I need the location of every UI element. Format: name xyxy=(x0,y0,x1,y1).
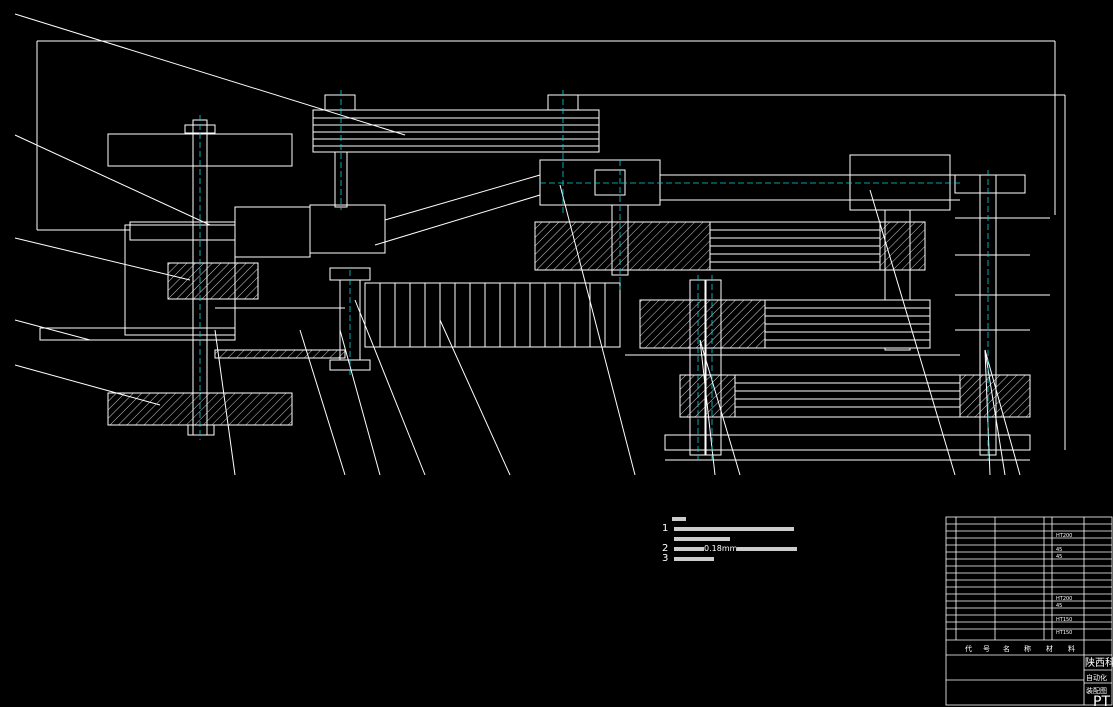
leader-line-3 xyxy=(14,237,191,281)
leader-line-1 xyxy=(14,13,406,136)
base-frame xyxy=(664,434,1031,451)
tb-col-3: 名 xyxy=(1003,644,1010,653)
long-drum xyxy=(364,282,621,348)
center-lines xyxy=(199,90,989,460)
top-belt-housing xyxy=(312,109,600,153)
svg-text:45: 45 xyxy=(1056,554,1062,560)
note-3: 3 xyxy=(662,554,797,564)
right-motor-box xyxy=(849,154,951,211)
center-gearbox-window xyxy=(594,169,626,196)
svg-text:HT200: HT200 xyxy=(1056,533,1072,539)
sheet-mark: PT xyxy=(1093,694,1110,707)
svg-text:45: 45 xyxy=(1056,603,1062,609)
drawing-name-1: 自动化 xyxy=(1086,673,1107,682)
svg-text:HT150: HT150 xyxy=(1056,630,1072,636)
tb-col-6: 料 xyxy=(1068,644,1075,653)
note-1b xyxy=(662,534,797,544)
title-block-header: 代 号 名 称 材 料 xyxy=(965,644,1075,653)
leader-line-6 xyxy=(384,174,541,221)
svg-text:45: 45 xyxy=(1056,547,1062,553)
tb-col-2: 号 xyxy=(983,645,990,653)
right-support-column xyxy=(884,209,911,351)
svg-text:HT200: HT200 xyxy=(1056,596,1072,602)
top-pulley-left-cap xyxy=(324,94,356,111)
rack xyxy=(214,349,346,359)
note-1: 1 xyxy=(662,524,797,534)
company-name: 陕西科 xyxy=(1085,656,1113,669)
leader-line-4 xyxy=(14,319,91,341)
left-shaft-foot xyxy=(187,424,215,436)
drawing-name-2: 装配图 xyxy=(1086,686,1107,695)
left-gear xyxy=(167,262,259,300)
materials-column: HT200 45 45 HT200 45 HT150 HT150 xyxy=(1056,533,1072,636)
tb-col-5: 材 xyxy=(1046,644,1053,653)
middle-gearbox xyxy=(309,204,386,254)
left-motor-housing xyxy=(234,206,311,258)
tb-col-4: 称 xyxy=(1024,644,1031,653)
right-top-bracket xyxy=(954,174,1026,194)
title-block xyxy=(945,516,1113,706)
leader-line-2 xyxy=(14,134,211,226)
left-base-plate xyxy=(39,327,236,341)
tb-col-1: 代 xyxy=(965,644,972,653)
svg-text:HT150: HT150 xyxy=(1056,617,1072,623)
center-gearbox xyxy=(539,159,661,206)
leader-line-7 xyxy=(374,194,541,246)
notes-title xyxy=(672,514,797,524)
drum-ribs xyxy=(379,283,606,347)
